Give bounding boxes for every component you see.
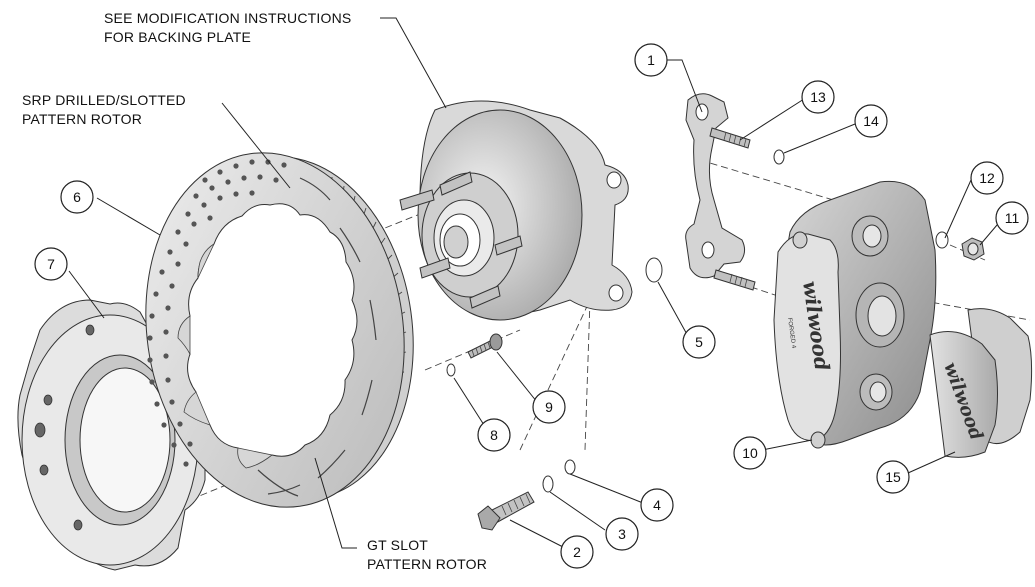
wheel-studs xyxy=(399,171,523,309)
svg-text:10: 10 xyxy=(742,445,758,461)
hat-bolt-holes xyxy=(34,324,95,531)
callout-4: 4 xyxy=(640,488,674,522)
svg-text:13: 13 xyxy=(810,89,826,105)
gt-rotor-label-line1: GT SLOT xyxy=(367,537,428,553)
callout-10: 10 xyxy=(733,436,767,470)
brake-pads: wilwood xyxy=(929,308,1033,458)
backing-plate-note-line1: SEE MODIFICATION INSTRUCTIONS xyxy=(104,10,351,26)
callout-6: 6 xyxy=(60,180,94,214)
svg-text:6: 6 xyxy=(73,189,81,205)
callout-15: 15 xyxy=(876,460,910,494)
srp-rotor-label-line1: SRP DRILLED/SLOTTED xyxy=(22,92,186,108)
caliper-washer xyxy=(935,231,949,249)
backing-plate-note-line2: FOR BACKING PLATE xyxy=(104,29,251,45)
svg-text:15: 15 xyxy=(885,469,901,485)
bracket-shim xyxy=(645,257,663,283)
callout-1: 1 xyxy=(634,43,668,77)
flat-washer xyxy=(564,459,576,475)
rotor-slots xyxy=(257,177,377,497)
bracket-washer xyxy=(773,149,785,165)
callout-7: 7 xyxy=(34,247,68,281)
svg-text:4: 4 xyxy=(653,497,661,513)
svg-text:14: 14 xyxy=(863,113,879,129)
rotor-drilled-holes xyxy=(147,159,287,467)
leader-lines xyxy=(68,17,998,549)
mounting-bolt xyxy=(477,491,535,531)
callout-2: 2 xyxy=(560,535,594,569)
callout-3: 3 xyxy=(605,517,639,551)
callout-5: 5 xyxy=(682,325,716,359)
callout-12: 12 xyxy=(970,161,1004,195)
brake-caliper: wilwood FORGED 4 xyxy=(773,180,937,449)
svg-text:11: 11 xyxy=(1005,210,1020,226)
svg-text:1: 1 xyxy=(647,52,655,68)
brake-rotor xyxy=(145,152,414,508)
rotor-bolt xyxy=(467,333,503,359)
callout-13: 13 xyxy=(801,80,835,114)
svg-text:3: 3 xyxy=(618,526,626,542)
svg-text:2: 2 xyxy=(573,544,581,560)
caliper-model-text: FORGED 4 xyxy=(786,317,796,349)
bracket-bolt xyxy=(709,127,756,291)
callout-11: 11 xyxy=(995,201,1029,235)
svg-text:9: 9 xyxy=(545,399,553,415)
srp-rotor-label-line2: PATTERN ROTOR xyxy=(22,111,142,127)
caliper-nut xyxy=(961,237,985,261)
caliper-mounting-bracket xyxy=(685,93,746,279)
svg-text:5: 5 xyxy=(695,334,703,350)
svg-text:7: 7 xyxy=(47,256,55,272)
wheel-hub xyxy=(399,100,633,321)
svg-text:12: 12 xyxy=(979,170,995,186)
gt-rotor-label-line2: PATTERN ROTOR xyxy=(367,556,487,572)
lock-washer xyxy=(542,475,554,493)
callout-8: 8 xyxy=(477,418,511,452)
callout-14: 14 xyxy=(854,104,888,138)
callout-9: 9 xyxy=(532,390,566,424)
svg-text:8: 8 xyxy=(490,427,498,443)
rotor-bolt-washer xyxy=(446,363,456,377)
